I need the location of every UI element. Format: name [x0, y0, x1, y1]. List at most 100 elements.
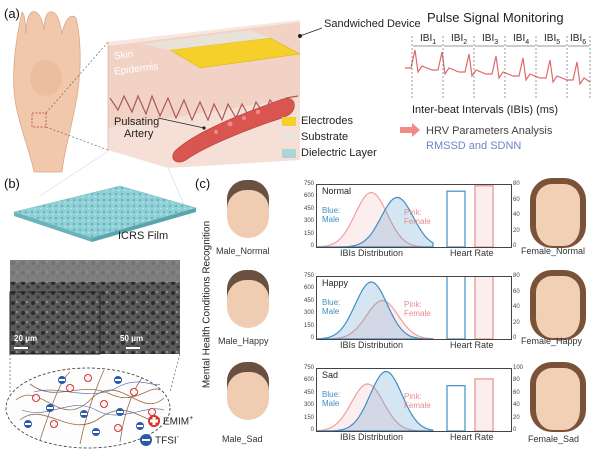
left-axis-tick-label: 300 [303, 310, 314, 317]
rmssd-sdnn-label: RMSSD and SDNN [426, 140, 522, 152]
pink-female-label: Pink:Female [404, 392, 431, 410]
left-axis-tick-label: 0 [310, 335, 314, 341]
female-happy-caption: Female_Happy [521, 336, 583, 346]
right-axis-tick-label: 20 [513, 414, 520, 421]
right-axis-tick-label: 60 [513, 389, 520, 396]
blue-male-label: Blue:Male [322, 206, 341, 224]
scale-bar-inner-label: 20 μm [14, 334, 38, 343]
male-happy-caption: Male_Happy [218, 336, 269, 346]
male-normal-caption: Male_Normal [216, 246, 270, 256]
right-axis-tick-label: 80 [513, 273, 520, 279]
female-sad-face [530, 362, 586, 432]
panel-label-a: (a) [4, 6, 20, 21]
ibi-distribution-caption: IBIs Distribution [340, 340, 404, 350]
chart-frame-sad [316, 368, 512, 432]
female-happy-face [530, 270, 586, 340]
ibi-distribution-caption: IBIs Distribution [340, 432, 404, 442]
male-heart-rate-bar [446, 385, 466, 431]
heart-rate-caption: Heart Rate [450, 248, 494, 258]
female-ibi-distribution-curve [317, 191, 434, 247]
left-axis-tick-label: 0 [310, 243, 314, 249]
icrs-film-label: ICRS Film [118, 230, 169, 242]
left-axis-tick-label: 450 [303, 205, 314, 212]
pulsating-artery-label: Pulsating Artery [114, 116, 160, 140]
left-axis-tick-label: 600 [303, 193, 314, 200]
right-axis-tick-label: 40 [513, 402, 520, 409]
panel-label-b: (b) [4, 176, 20, 191]
right-axis-tick-label: 80 [513, 181, 520, 187]
ibi-label-2: IBI2 [451, 33, 468, 46]
right-axis-tick-label: 60 [513, 196, 520, 203]
chart-frame-happy [316, 276, 512, 340]
ibi-label-5: IBI5 [544, 33, 561, 46]
left-axis-tick-label: 0 [310, 427, 314, 433]
substrate-swatch [282, 133, 296, 142]
hrv-analysis-label: HRV Parameters Analysis [426, 125, 553, 137]
chart-frame-normal [316, 184, 512, 248]
chart-plot-normal [317, 185, 494, 247]
male-heart-rate-bar [446, 277, 466, 339]
heart-rate-caption: Heart Rate [450, 340, 494, 350]
right-axis-tick-label: 40 [513, 212, 520, 218]
left-axis-tick-label: 300 [303, 402, 314, 409]
left-axis-tick-label: 150 [303, 230, 314, 237]
female-heart-rate-bar [474, 378, 494, 431]
left-axis-tick-label: 150 [303, 322, 314, 329]
female-ibi-distribution-curve [317, 299, 434, 339]
right-axis-tick-label: 60 [513, 288, 520, 295]
condition-label-happy: Happy [322, 278, 349, 288]
male-happy-face [227, 270, 269, 328]
right-axis-tick-label: 40 [513, 304, 520, 310]
male-ibi-distribution-curve [317, 281, 434, 339]
condition-label-sad: Sad [322, 370, 339, 380]
left-axis-tick-label: 450 [303, 389, 314, 396]
female-heart-rate-bar [474, 277, 494, 339]
ibi-label-6: IBI6 [570, 33, 587, 46]
blue-male-label: Blue:Male [322, 298, 341, 316]
male-heart-rate-bar [446, 190, 466, 247]
male-normal-face [227, 180, 269, 238]
left-axis-tick-label: 600 [303, 285, 314, 292]
condition-label-normal: Normal [322, 186, 352, 196]
dielectric-layer-legend-label: Dielectric Layer [301, 147, 377, 159]
pulse-monitoring-title: Pulse Signal Monitoring [427, 10, 564, 25]
right-axis-tick-label: 0 [513, 335, 517, 341]
heart-rate-caption: Heart Rate [450, 432, 494, 442]
ibi-label-3: IBI3 [482, 33, 499, 46]
right-axis-tick-label: 20 [513, 227, 520, 234]
right-axis-tick-label: 100 [513, 365, 524, 371]
blue-male-label: Blue:Male [322, 390, 341, 408]
female-normal-caption: Female_Normal [521, 246, 586, 256]
left-axis-tick-label: 600 [303, 377, 314, 384]
panel-label-c: (c) [195, 176, 211, 191]
left-axis-tick-label: 750 [303, 273, 314, 279]
ibi-caption: Inter-beat Intervals (IBIs) (ms) [412, 104, 559, 116]
ibi-label-4: IBI4 [513, 33, 530, 46]
chart-plot-happy [317, 277, 494, 339]
electrodes-swatch [282, 117, 296, 126]
right-axis-tick-label: 0 [513, 243, 517, 249]
sandwiched-device-label: Sandwiched Device [324, 18, 421, 30]
tfsi-legend-label: TFSI- [155, 434, 180, 447]
left-axis-tick-label: 450 [303, 297, 314, 304]
substrate-legend-label: Substrate [301, 131, 349, 143]
right-axis-tick-label: 0 [513, 427, 517, 433]
chart-plot-sad [317, 371, 494, 431]
left-axis-tick-label: 750 [303, 365, 314, 371]
ibi-label-1: IBI1 [420, 33, 437, 46]
pink-female-label: Pink:Female [404, 208, 431, 226]
right-axis-tick-label: 20 [513, 319, 520, 326]
male-sad-caption: Male_Sad [222, 434, 263, 444]
male-sad-face [227, 362, 269, 420]
pink-female-label: Pink:Female [404, 300, 431, 318]
male-ibi-distribution-curve [317, 371, 434, 431]
female-heart-rate-bar [474, 185, 494, 247]
ibi-distribution-caption: IBIs Distribution [340, 248, 404, 258]
dielectric-layer-swatch [282, 149, 296, 158]
emim-legend-label: EMIM+ [163, 415, 194, 428]
left-axis-tick-label: 150 [303, 414, 314, 421]
electrodes-legend-label: Electrodes [301, 115, 353, 127]
left-axis-tick-label: 300 [303, 218, 314, 225]
